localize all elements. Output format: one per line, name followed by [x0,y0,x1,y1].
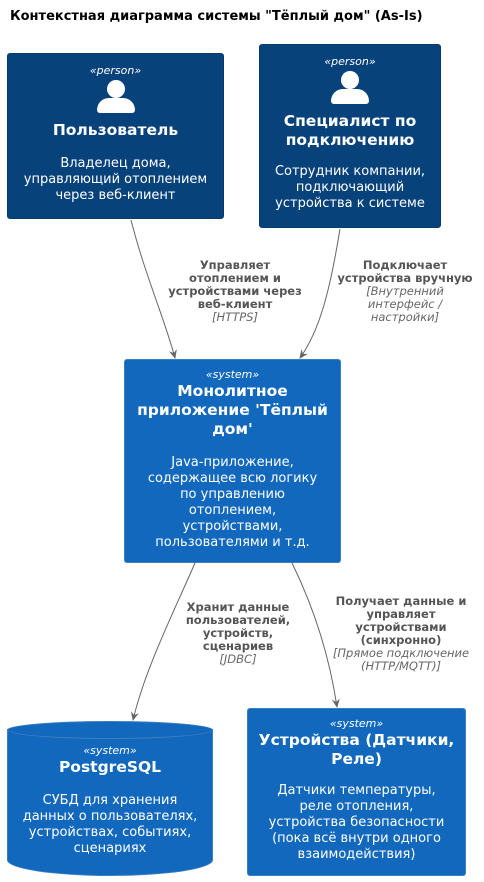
system-monolith-name-line: Монолитное [177,382,288,400]
edge-label-line: Хранит данные [186,600,290,614]
system-devices-desc-line: реле отопления, [299,799,414,814]
system-postgres-name: PostgreSQL [58,758,162,776]
database-cylinder-top [7,721,213,739]
edge-label-line: устройствами [355,620,447,634]
system-monolith-desc-line: содержащее всю логику [147,471,318,486]
edge-tech-label: [JDBC] [219,652,257,666]
system-monolith-desc-line: Java-приложение, [171,455,294,470]
person-user-desc-line: через веб-клиент [55,188,176,203]
system-postgres-desc-line: устройствах, событиях, [28,825,192,840]
person-user-desc-line: управляющий отоплением [23,172,208,187]
system-devices-stereotype: «system» [329,717,384,730]
edge-label-line: устройствами через [168,284,302,298]
system-devices: «system» Устройства (Датчики, Реле) Датч… [247,708,466,876]
person-user: «person» Пользователь Владелец дома, упр… [7,53,224,219]
system-monolith-desc-line: по управлению [180,487,285,502]
system-monolith-name-line: приложение 'Тёплый [137,401,328,419]
system-devices-name-line: Устройства (Датчики, [258,731,455,749]
edge-monolith-to-devices [291,562,340,708]
edge-installer-to-monolith [299,228,341,359]
person-icon [331,71,369,107]
system-postgres-desc-line: СУБД для хранения [42,793,178,808]
edge-label-user-to-monolith: Управляет отоплением и устройствами чере… [150,259,320,324]
edge-tech-line: [Прямое подключение [332,646,470,660]
edge-tech-line: (HTTP/MQTT)] [361,659,441,673]
edge-label-line: управляет [366,607,436,621]
diagram-title: Контекстная диаграмма системы "Тёплый до… [10,9,423,24]
edge-tech-line: [Внутренний [366,284,444,298]
system-devices-desc-line: взаимодействия) [297,847,416,862]
edge-label-installer-to-monolith: Подключает устройства вручную [Внутренни… [322,259,484,324]
system-monolith-stereotype: «system» [205,368,260,381]
edge-label-line: Получает данные и [335,594,467,608]
system-monolith-desc-line: устройствами, [182,519,283,534]
edge-label-line: устройства вручную [337,271,473,285]
system-monolith-desc-line: пользователями и т.д. [155,535,310,550]
edge-label-line: пользователей, [185,613,291,627]
edge-monolith-to-postgres [130,562,196,721]
system-monolith: «system» Монолитное приложение 'Тёплый д… [124,359,341,563]
edge-label-line: (синхронно) [360,633,442,647]
edge-label-monolith-to-devices: Получает данные и управляет устройствами… [318,595,484,673]
edge-label-line: отоплением и [189,271,281,285]
person-installer-stereotype: «person» [324,55,376,68]
person-installer-desc-line: Сотрудник компании, [274,164,426,179]
system-postgres: «system» PostgreSQL СУБД для хранения да… [7,721,213,876]
person-installer-desc-line: устройства к системе [275,196,425,211]
edge-label-line: веб-клиент [197,297,273,311]
system-monolith-desc-line: отоплением, [188,503,277,518]
edge-label-line: сценариев [202,639,274,653]
system-devices-desc-line: (пока всё внутри одного [272,831,441,846]
system-postgres-desc-line: данных о пользователях, [22,809,198,824]
system-devices-desc-line: устройства безопасности [268,815,445,830]
edge-tech-line: интерфейс / [367,297,443,311]
person-installer-name-line: Специалист по [283,112,417,130]
system-postgres-stereotype: «system» [83,744,137,757]
edge-label-line: Подключает [362,258,448,272]
person-installer-name-line: подключению [285,131,415,149]
person-user-desc-line: Владелец дома, [60,156,171,171]
system-postgres-desc-line: сценариях [73,841,147,856]
system-devices-name-line: Реле) [331,750,382,768]
edge-tech-label: [HTTPS] [212,310,258,324]
person-user-name: Пользователь [52,121,179,139]
system-monolith-name-line: дом' [212,420,253,438]
system-devices-desc-line: Датчики температуры, [277,783,436,798]
edge-tech-line: настройки] [370,310,440,324]
person-installer: «person» Специалист по подключению Сотру… [259,44,441,228]
edge-user-to-monolith [130,219,177,359]
person-user-stereotype: «person» [89,64,142,77]
person-installer-desc-line: подключающий [295,180,405,195]
edge-label-line: устройств, [202,626,274,640]
edge-label-line: Управляет [199,258,271,272]
edge-label-monolith-to-postgres: Хранит данные пользователей, устройств, … [158,601,318,666]
person-icon [96,80,135,116]
